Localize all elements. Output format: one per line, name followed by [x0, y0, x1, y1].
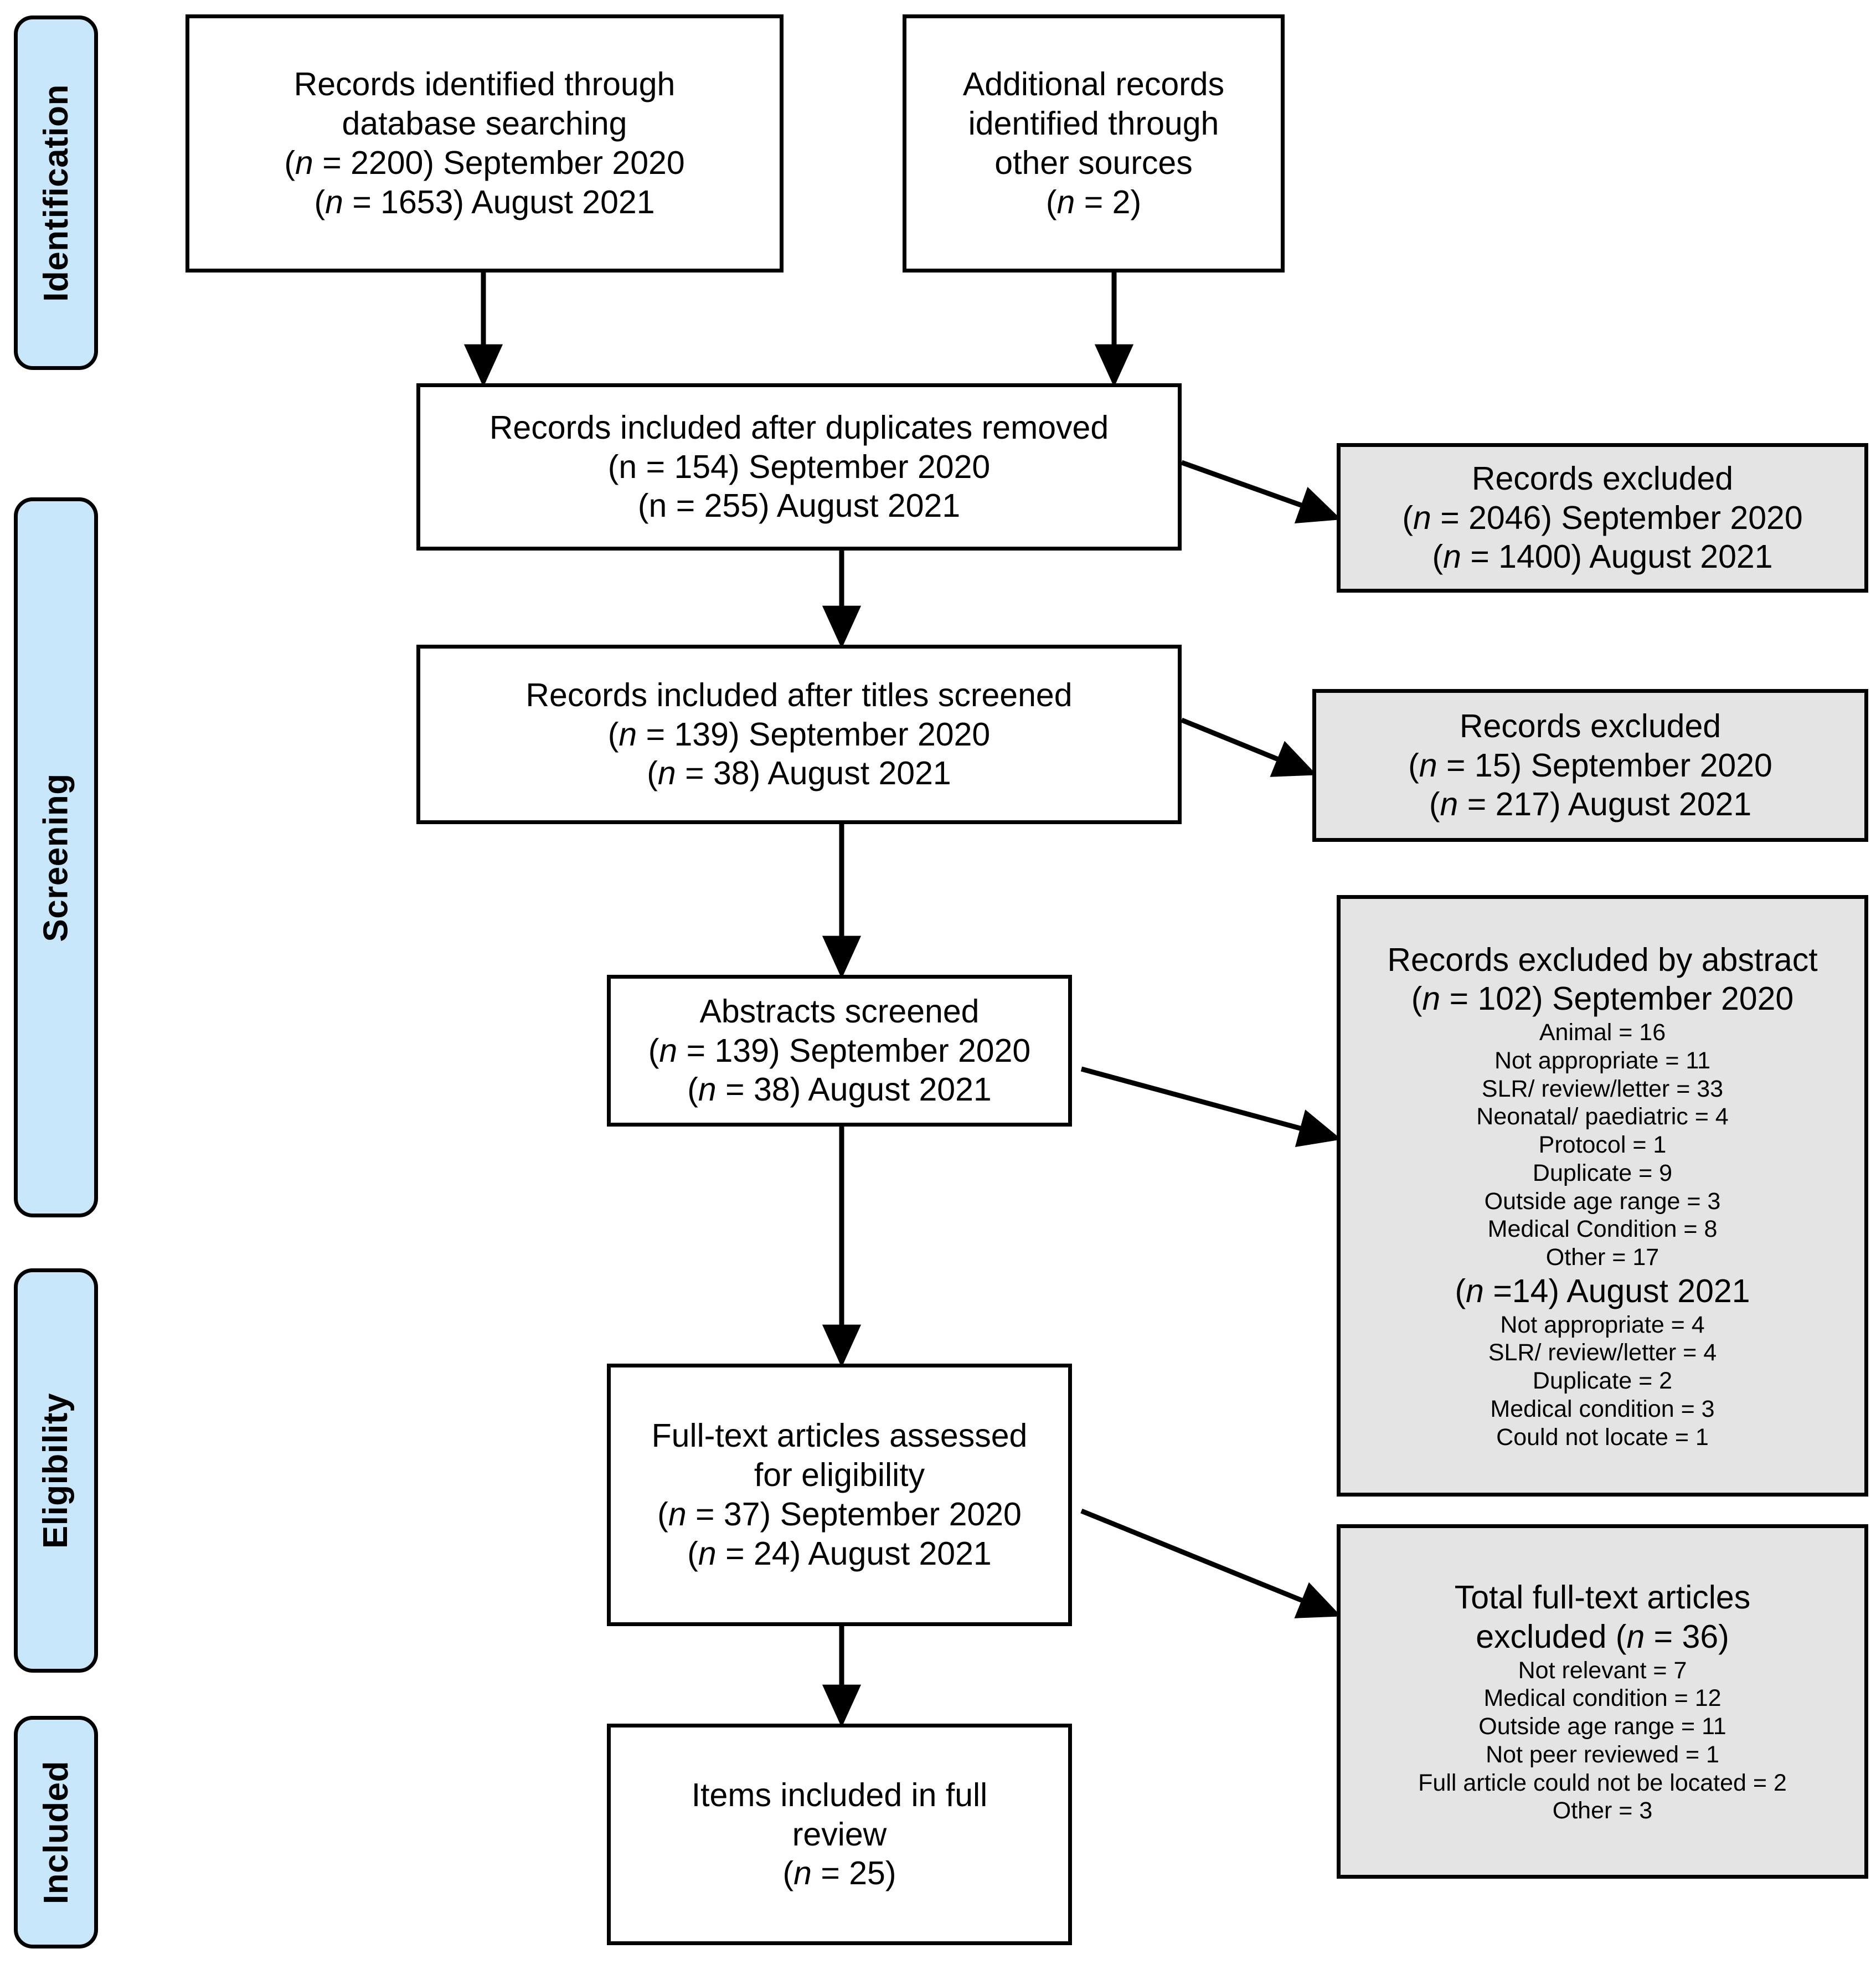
- reason-line: Not appropriate = 11: [1494, 1047, 1711, 1074]
- node-line: other sources: [994, 145, 1193, 181]
- node-line: Records identified through: [293, 66, 676, 103]
- reason-line: Not peer reviewed = 1: [1486, 1741, 1719, 1768]
- node-count-line: (n = 15) September 2020: [1408, 747, 1772, 784]
- node-count-line: (n = 1400) August 2021: [1432, 538, 1773, 575]
- reason-line: Other = 3: [1552, 1797, 1653, 1824]
- arrow-fulltext-to-excluded-fulltext: [1080, 1508, 1342, 1618]
- reason-line: Outside age range = 11: [1478, 1713, 1726, 1740]
- node-line: database searching: [342, 105, 627, 142]
- arrow-titles-to-excluded2: [1181, 717, 1317, 777]
- arrow-duplicates-to-excluded1: [1181, 460, 1342, 524]
- node-count-line: (n = 37) September 2020: [657, 1496, 1022, 1533]
- reason-line: Neonatal/ paediatric = 4: [1476, 1103, 1729, 1130]
- node-count-line: (n = 2): [1045, 183, 1142, 220]
- reason-line: Full article could not be located = 2: [1418, 1769, 1787, 1796]
- node-total-fulltext-articles-excluded: Total full-text articles excluded (n = 3…: [1337, 1524, 1868, 1879]
- node-line: Abstracts screened: [699, 993, 980, 1030]
- node-count-line: (n = 2200) September 2020: [284, 145, 685, 181]
- node-line: for eligibility: [754, 1457, 925, 1494]
- reason-line: Not appropriate = 4: [1500, 1311, 1705, 1338]
- node-items-included-full-review: Items included in full review (n = 25): [607, 1724, 1072, 1945]
- reason-line: Duplicate = 2: [1532, 1367, 1673, 1395]
- reason-line: Outside age range = 3: [1484, 1187, 1721, 1215]
- node-count-line: (n = 154) September 2020: [607, 448, 991, 485]
- node-count-line: (n = 38) August 2021: [647, 755, 951, 792]
- stage-pill-eligibility: Eligibility: [14, 1268, 98, 1673]
- stage-pill-included: Included: [14, 1716, 98, 1948]
- reason-line: Duplicate = 9: [1532, 1159, 1673, 1186]
- reason-line: Medical Condition = 8: [1487, 1216, 1718, 1243]
- node-count-line: (n = 24) August 2021: [687, 1535, 992, 1572]
- node-line: Full-text articles assessed: [651, 1417, 1028, 1454]
- reason-line: Protocol = 1: [1538, 1132, 1667, 1159]
- node-count-line: (n = 139) September 2020: [648, 1032, 1031, 1069]
- reason-line: Medical condition = 3: [1490, 1395, 1715, 1422]
- node-line: Records included after duplicates remove…: [489, 409, 1109, 446]
- reason-line: Medical condition = 12: [1483, 1685, 1722, 1712]
- stage-label-identification: Identification: [37, 84, 75, 302]
- node-line: Additional records: [962, 66, 1225, 103]
- node-line: Records excluded: [1471, 460, 1734, 497]
- node-line: Records included after titles screened: [525, 676, 1073, 713]
- node-additional-records-other-sources: Additional records identified through ot…: [903, 14, 1285, 273]
- node-line: Items included in full: [691, 1776, 988, 1813]
- stage-pill-screening: Screening: [14, 497, 98, 1217]
- node-line: review: [792, 1816, 887, 1853]
- reason-line: Not relevant = 7: [1518, 1657, 1687, 1684]
- stage-label-screening: Screening: [37, 773, 75, 942]
- node-records-excluded-by-abstract: Records excluded by abstract (n = 102) S…: [1337, 895, 1868, 1497]
- node-records-excluded-duplicates: Records excluded (n = 2046) September 20…: [1337, 443, 1868, 593]
- node-records-database-searching: Records identified through database sear…: [185, 14, 784, 273]
- node-records-after-titles-screened: Records included after titles screened (…: [416, 645, 1182, 824]
- node-line: Total full-text articles: [1454, 1579, 1751, 1616]
- stage-label-included: Included: [37, 1760, 75, 1904]
- node-count-line: (n = 102) September 2020: [1411, 980, 1794, 1017]
- reason-line: SLR/ review/letter = 33: [1481, 1075, 1724, 1102]
- node-records-after-duplicates-removed: Records included after duplicates remove…: [416, 383, 1182, 551]
- arrow-abstracts-to-excluded-abstract: [1080, 1066, 1342, 1147]
- reason-line: Other = 17: [1545, 1244, 1659, 1271]
- reason-line: Animal = 16: [1539, 1019, 1666, 1046]
- node-count-line: (n = 255) August 2021: [637, 487, 961, 525]
- node-count-line: (n = 1653) August 2021: [314, 183, 655, 220]
- stage-label-eligibility: Eligibility: [37, 1392, 75, 1549]
- node-count-line: (n = 139) September 2020: [607, 716, 991, 753]
- reason-line: SLR/ review/letter = 4: [1488, 1339, 1717, 1366]
- reason-line: Could not locate = 1: [1496, 1423, 1709, 1451]
- node-records-excluded-titles: Records excluded (n = 15) September 2020…: [1312, 689, 1868, 842]
- node-count-line: (n = 38) August 2021: [687, 1071, 992, 1108]
- node-line: Records excluded by abstract: [1387, 941, 1818, 978]
- node-abstracts-screened: Abstracts screened (n = 139) September 2…: [607, 975, 1072, 1127]
- node-headline-count: excluded (n = 36): [1476, 1618, 1729, 1655]
- node-count-line: (n = 217) August 2021: [1429, 786, 1752, 823]
- node-fulltext-assessed-eligibility: Full-text articles assessed for eligibil…: [607, 1364, 1072, 1626]
- node-line: Records excluded: [1459, 707, 1722, 744]
- node-count-line: (n =14) August 2021: [1455, 1272, 1750, 1309]
- stage-pill-identification: Identification: [14, 16, 98, 370]
- node-count-line: (n = 2046) September 2020: [1402, 499, 1803, 536]
- node-line: identified through: [968, 105, 1219, 142]
- node-count-line: (n = 25): [782, 1855, 896, 1892]
